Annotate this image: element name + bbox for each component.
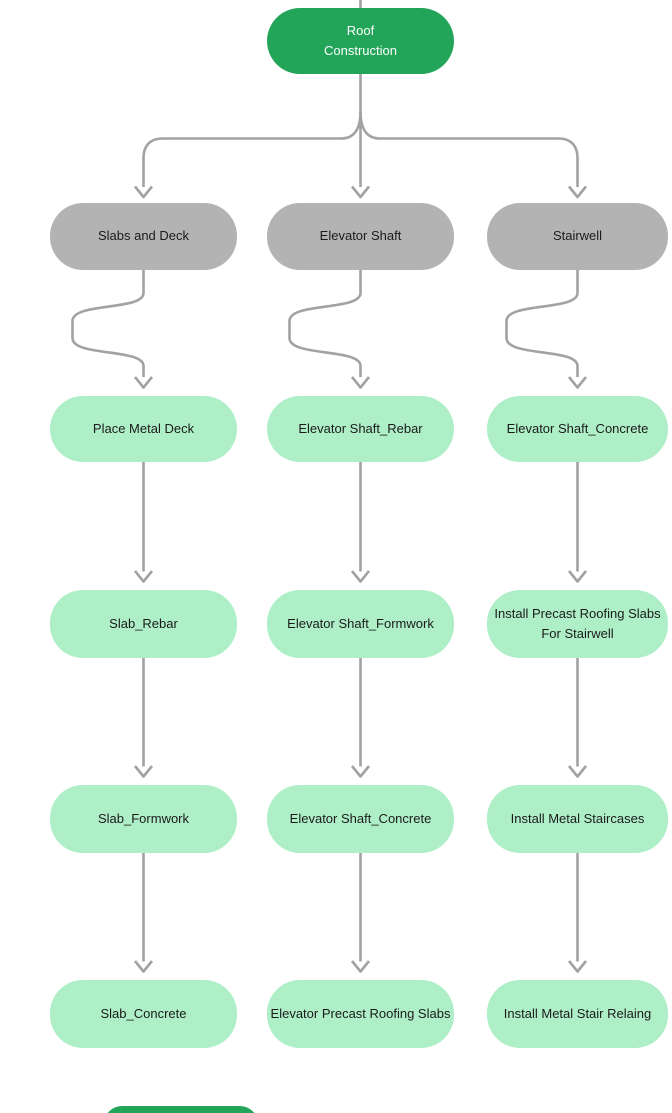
node-task-elevator-shaft-concrete-stairwell: Elevator Shaft_Concrete — [487, 396, 668, 462]
node-label: Elevator Shaft_Formwork — [287, 615, 434, 631]
node-label: Install Metal Stair Relaing — [503, 1005, 652, 1021]
node-label: Place Metal Deck — [92, 420, 195, 436]
node-label: Elevator Shaft — [319, 228, 402, 244]
node-label: Elevator Shaft_Concrete — [289, 810, 432, 826]
node-label: Stairwell — [552, 228, 603, 244]
node-label: Elevator Shaft_Rebar — [298, 420, 423, 436]
node-task-elevator-precast-roofing-slabs: Elevator Precast Roofing Slabs — [267, 980, 454, 1048]
edges-task-chain — [133, 462, 588, 973]
edges-phase-to-task — [71, 270, 588, 389]
node-task-place-metal-deck: Place Metal Deck — [50, 396, 237, 462]
edges-root-branches — [133, 74, 588, 199]
node-task-elevator-shaft-formwork: Elevator Shaft_Formwork — [267, 590, 454, 658]
node-phase-elevator-shaft: Elevator Shaft — [267, 203, 454, 270]
node-phase-slabs-and-deck: Slabs and Deck — [50, 203, 237, 270]
node-task-elevator-shaft-rebar: Elevator Shaft_Rebar — [267, 396, 454, 462]
node-task-slab-rebar: Slab_Rebar — [50, 590, 237, 658]
node-task-install-metal-stair-relaing: Install Metal Stair Relaing — [487, 980, 668, 1048]
node-label: Install Metal Staircases — [510, 810, 645, 826]
node-label: Install Precast Roofing Slabs For Stairw… — [494, 605, 661, 641]
node-task-slab-formwork: Slab_Formwork — [50, 785, 237, 853]
node-label: Elevator Precast Roofing Slabs — [270, 1005, 451, 1021]
node-label: Slab_Concrete — [100, 1005, 187, 1021]
node-label: Slab_Formwork — [97, 810, 190, 826]
node-label: Roof Construction — [324, 22, 397, 58]
node-task-install-metal-staircases: Install Metal Staircases — [487, 785, 668, 853]
node-label: Slab_Rebar — [109, 615, 178, 631]
node-task-install-precast-roofing-slabs: Install Precast Roofing Slabs For Stairw… — [487, 590, 668, 658]
node-task-elevator-shaft-concrete: Elevator Shaft_Concrete — [267, 785, 454, 853]
node-phase-stairwell: Stairwell — [487, 203, 668, 270]
node-label: Slabs and Deck — [97, 228, 190, 244]
node-partial-bottom — [104, 1106, 258, 1113]
node-roof-construction: Roof Construction — [267, 8, 454, 74]
node-label: Elevator Shaft_Concrete — [506, 420, 649, 436]
node-task-slab-concrete: Slab_Concrete — [50, 980, 237, 1048]
